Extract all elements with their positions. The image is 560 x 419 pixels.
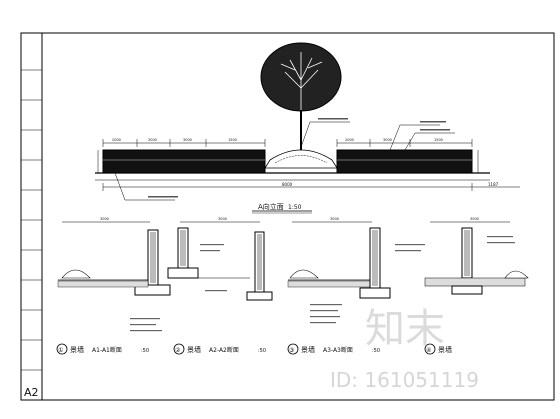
watermark: 知末 ID: 161051119 bbox=[330, 306, 479, 392]
section-a4: 3000 bbox=[424, 217, 529, 295]
elevation-walls bbox=[95, 149, 490, 181]
dim-text: 3000 bbox=[383, 138, 392, 142]
dim-text: 8000 bbox=[282, 182, 293, 187]
section-sub: A3-A3断面 bbox=[323, 346, 353, 354]
title-strip bbox=[21, 69, 42, 371]
section-title: 景墙 bbox=[301, 345, 315, 354]
watermark-id: ID: 161051119 bbox=[330, 368, 479, 392]
section-scale: :50 bbox=[141, 348, 149, 354]
sheet-border bbox=[20, 32, 555, 401]
section-a2: 3000 bbox=[167, 217, 273, 301]
dim-text: 1500 bbox=[434, 138, 443, 142]
section-title: 景墙 bbox=[187, 345, 201, 354]
section-title-2: ② 景墙 A2-A2断面 :50 bbox=[173, 343, 266, 355]
section-a1: 3000 bbox=[57, 217, 171, 296]
elevation-title-text: A向立面 bbox=[258, 202, 284, 211]
elevation-dimensions bbox=[97, 139, 520, 191]
section-title: 景墙 bbox=[438, 345, 452, 354]
section-marker: ④ bbox=[426, 347, 431, 354]
section-marker: ③ bbox=[289, 347, 294, 354]
elevation-note-marks bbox=[148, 118, 450, 198]
section-marker: ① bbox=[58, 347, 63, 354]
dim-text: 3000 bbox=[183, 138, 192, 142]
section-sub: A2-A2断面 bbox=[209, 346, 239, 354]
dim-text: 1187 bbox=[488, 182, 499, 187]
elevation-leaders bbox=[114, 121, 455, 201]
section-dim: 3000 bbox=[100, 217, 109, 221]
section-marker: ② bbox=[175, 347, 181, 354]
dim-text: 2000 bbox=[345, 138, 354, 142]
section-dim: 3000 bbox=[470, 217, 479, 221]
section-title-1: ① 景墙 A1-A1断面 :50 bbox=[56, 343, 149, 355]
section-title-3: ③ 景墙 A3-A3断面 :50 bbox=[287, 343, 380, 355]
elevation-dim-values: 2000 3000 3000 1500 2000 3000 1500 8000 … bbox=[112, 138, 499, 187]
dim-text: 3000 bbox=[148, 138, 157, 142]
watermark-brand: 知末 bbox=[365, 306, 445, 352]
section-title-4: ④ 景墙 bbox=[424, 343, 452, 355]
sheet-code: A2 bbox=[24, 386, 39, 399]
sections: 3000 3000 3000 bbox=[57, 217, 529, 332]
section-a3: 3000 bbox=[287, 217, 391, 299]
dim-text: 1500 bbox=[228, 138, 237, 142]
section-title: 景墙 bbox=[70, 345, 84, 354]
section-scale: :50 bbox=[372, 348, 380, 354]
dim-text: 2000 bbox=[112, 138, 121, 142]
elevation-title-scale: 1:50 bbox=[288, 204, 302, 211]
section-dim: 3000 bbox=[330, 217, 339, 221]
section-titles: ① 景墙 A1-A1断面 :50 ② 景墙 A2-A2断面 :50 ③ 景墙 A… bbox=[56, 343, 452, 355]
section-sub: A1-A1断面 bbox=[92, 346, 122, 354]
section-dim: 3000 bbox=[218, 217, 227, 221]
tree-elevation bbox=[260, 42, 342, 169]
section-scale: :50 bbox=[258, 348, 266, 354]
elevation-title: A向立面 1:50 bbox=[252, 202, 312, 214]
